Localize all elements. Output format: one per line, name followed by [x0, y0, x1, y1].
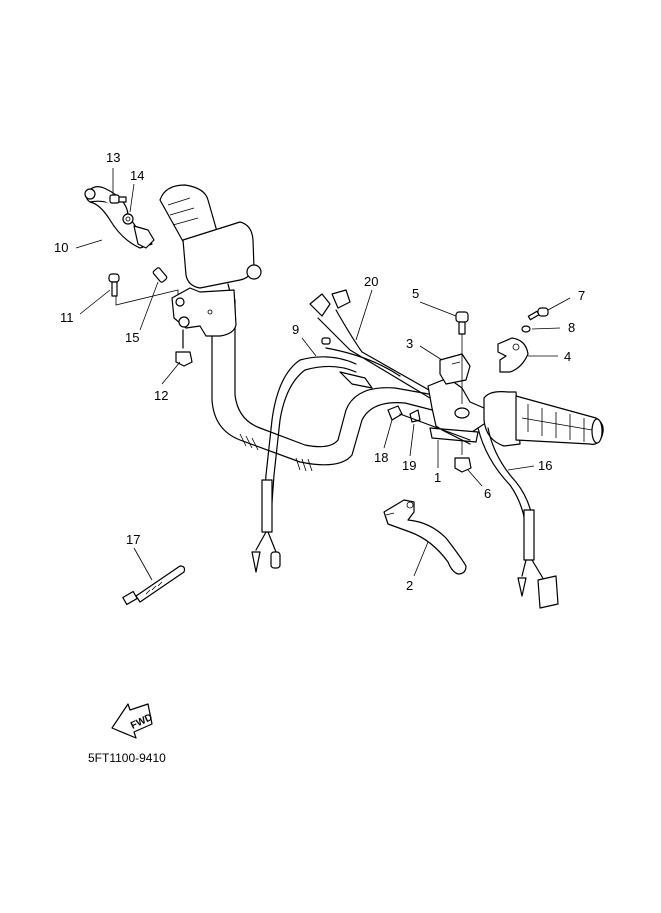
callout-10: 10	[54, 240, 68, 255]
part-5-bolt	[455, 311, 469, 404]
callout-8: 8	[568, 320, 575, 335]
handlebar	[211, 299, 441, 472]
left-grip	[159, 184, 262, 301]
callout-7: 7	[578, 288, 585, 303]
part-9-clutch-cable	[251, 356, 373, 573]
part-19-clip	[399, 409, 471, 441]
part-6-nut	[454, 440, 472, 473]
left-lever-bracket	[171, 287, 237, 337]
callout-1: 1	[434, 470, 441, 485]
callout-9: 9	[292, 322, 299, 337]
callout-4: 4	[564, 349, 571, 364]
part-17-cable-tie	[122, 565, 186, 606]
callout-16: 16	[538, 458, 552, 473]
part-10-clutch-lever	[84, 186, 155, 249]
part-11-pivot-bolt	[108, 273, 179, 306]
callout-20: 20	[364, 274, 378, 289]
fwd-arrow-icon: FWD	[111, 703, 154, 739]
part-14-nut	[122, 213, 134, 225]
callout-15: 15	[125, 330, 139, 345]
callout-19: 19	[402, 458, 416, 473]
part-18-clip	[387, 405, 403, 421]
part-3-switch	[439, 353, 471, 385]
callout-6: 6	[484, 486, 491, 501]
part-1-lever-holder	[427, 377, 491, 445]
callout-14: 14	[130, 168, 144, 183]
callout-5: 5	[412, 286, 419, 301]
callout-11: 11	[60, 310, 74, 325]
part-20-wire-leads	[309, 289, 437, 399]
part-15-spring	[152, 267, 168, 283]
part-8-washer	[521, 325, 531, 333]
part-7-screw	[527, 307, 549, 321]
part-16-cable	[477, 427, 559, 609]
callout-2: 2	[406, 578, 413, 593]
leader-lines	[75, 168, 571, 581]
callout-13: 13	[106, 150, 120, 165]
callout-3: 3	[406, 336, 413, 351]
part-13-bolt	[109, 194, 127, 204]
callout-17: 17	[126, 532, 140, 547]
part-4-clamp	[497, 337, 529, 373]
callout-18: 18	[374, 450, 388, 465]
diagram-code: 5FT1100-9410	[88, 751, 166, 765]
right-grip	[483, 391, 604, 447]
part-2-lever	[383, 499, 467, 575]
callout-12: 12	[154, 388, 168, 403]
part-12-nut	[175, 329, 193, 367]
